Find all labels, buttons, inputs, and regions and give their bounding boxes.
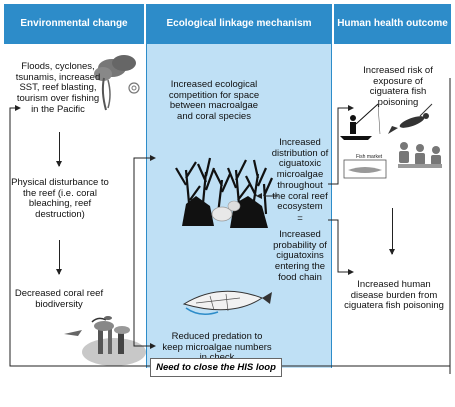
header-ecological-linkage: Ecological linkage mechanism: [146, 4, 332, 44]
equals-sign: =: [297, 213, 303, 224]
fish-market-illustration: [343, 159, 387, 179]
microalgae-distribution-text: Increased distribution of ciguatoxic mic…: [271, 137, 329, 213]
his-loop-label: Need to close the HIS loop: [150, 358, 282, 377]
exposure-risk-text: Increased risk of exposure of ciguatera …: [363, 65, 433, 109]
arrow-drivers-to-disturbance: [56, 132, 62, 167]
arrow-risk-to-burden: [389, 208, 395, 255]
fish-illustration: [182, 290, 272, 316]
diver-illustration: [388, 103, 433, 134]
fisherman-illustration: [340, 103, 381, 140]
macroalgae-coral-illustration: [175, 157, 274, 217]
ecological-competition-text: Increased ecological competition for spa…: [168, 79, 260, 123]
panel-environmental: [4, 44, 144, 368]
header-human-health: Human health outcome: [334, 4, 451, 44]
decreased-biodiversity-text: Decreased coral reef biodiversity: [14, 288, 104, 310]
disease-burden-text: Increased human disease burden from cigu…: [344, 279, 444, 312]
reduced-predation-text: Reduced predation to keep microalgae num…: [162, 331, 272, 363]
fish-market-label: Fish market: [356, 154, 383, 160]
people-illustration: [398, 142, 442, 168]
coral-mound: [182, 196, 268, 228]
connector-lines: [9, 78, 451, 374]
reef-illustration: [64, 316, 146, 366]
arrow-disturbance-to-biodiversity: [56, 240, 62, 275]
storm-cloud-illustration: [94, 55, 140, 111]
panel-health: [334, 44, 451, 368]
header-environmental-change: Environmental change: [4, 4, 144, 44]
ciguatoxin-probability-text: Increased probability of ciguatoxins ent…: [273, 229, 327, 283]
environmental-drivers-text: Floods, cyclones, tsunamis, increased SS…: [15, 61, 101, 115]
physical-disturbance-text: Physical disturbance to the reef (i.e. c…: [11, 177, 109, 221]
